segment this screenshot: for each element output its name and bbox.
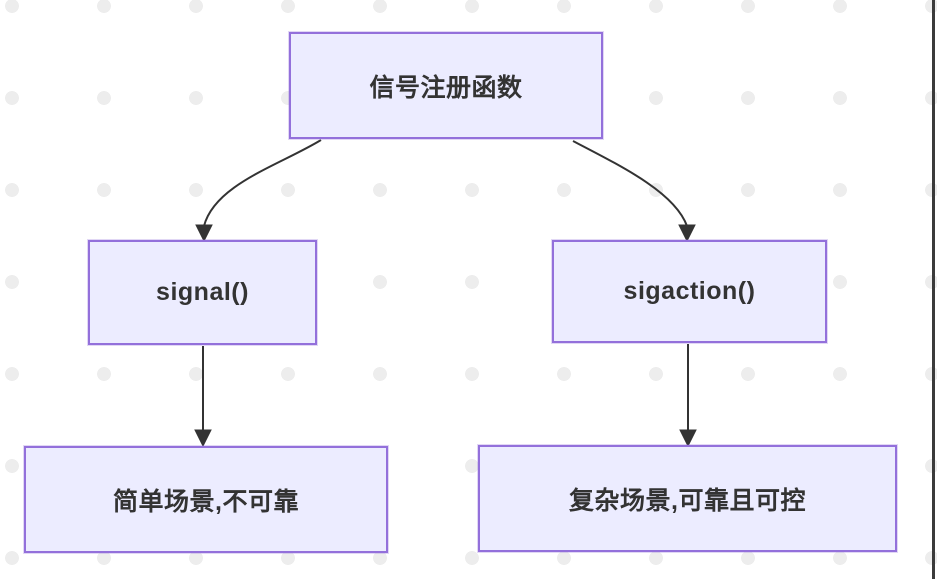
pane-divider [932, 0, 935, 579]
arrowhead-sigaction-to-result [679, 429, 697, 448]
node-sigaction: sigaction() [552, 240, 827, 343]
node-label: 简单场景,不可靠 [113, 487, 299, 516]
node-label: 复杂场景,可靠且可控 [569, 486, 806, 515]
node-signal: signal() [88, 240, 317, 345]
edge-root-to-sigaction [572, 140, 688, 227]
node-signal-register-function: 信号注册函数 [289, 32, 603, 139]
arrowhead-root-to-sigaction [678, 224, 696, 243]
arrowhead-signal-to-result [194, 429, 212, 448]
node-label: signal() [156, 278, 249, 306]
node-sigaction-result: 复杂场景,可靠且可控 [478, 445, 897, 552]
arrowhead-root-to-signal [195, 224, 213, 243]
node-label: sigaction() [623, 277, 756, 305]
node-signal-result: 简单场景,不可靠 [24, 446, 388, 553]
edge-root-to-signal [203, 139, 322, 227]
node-label: 信号注册函数 [369, 73, 523, 102]
